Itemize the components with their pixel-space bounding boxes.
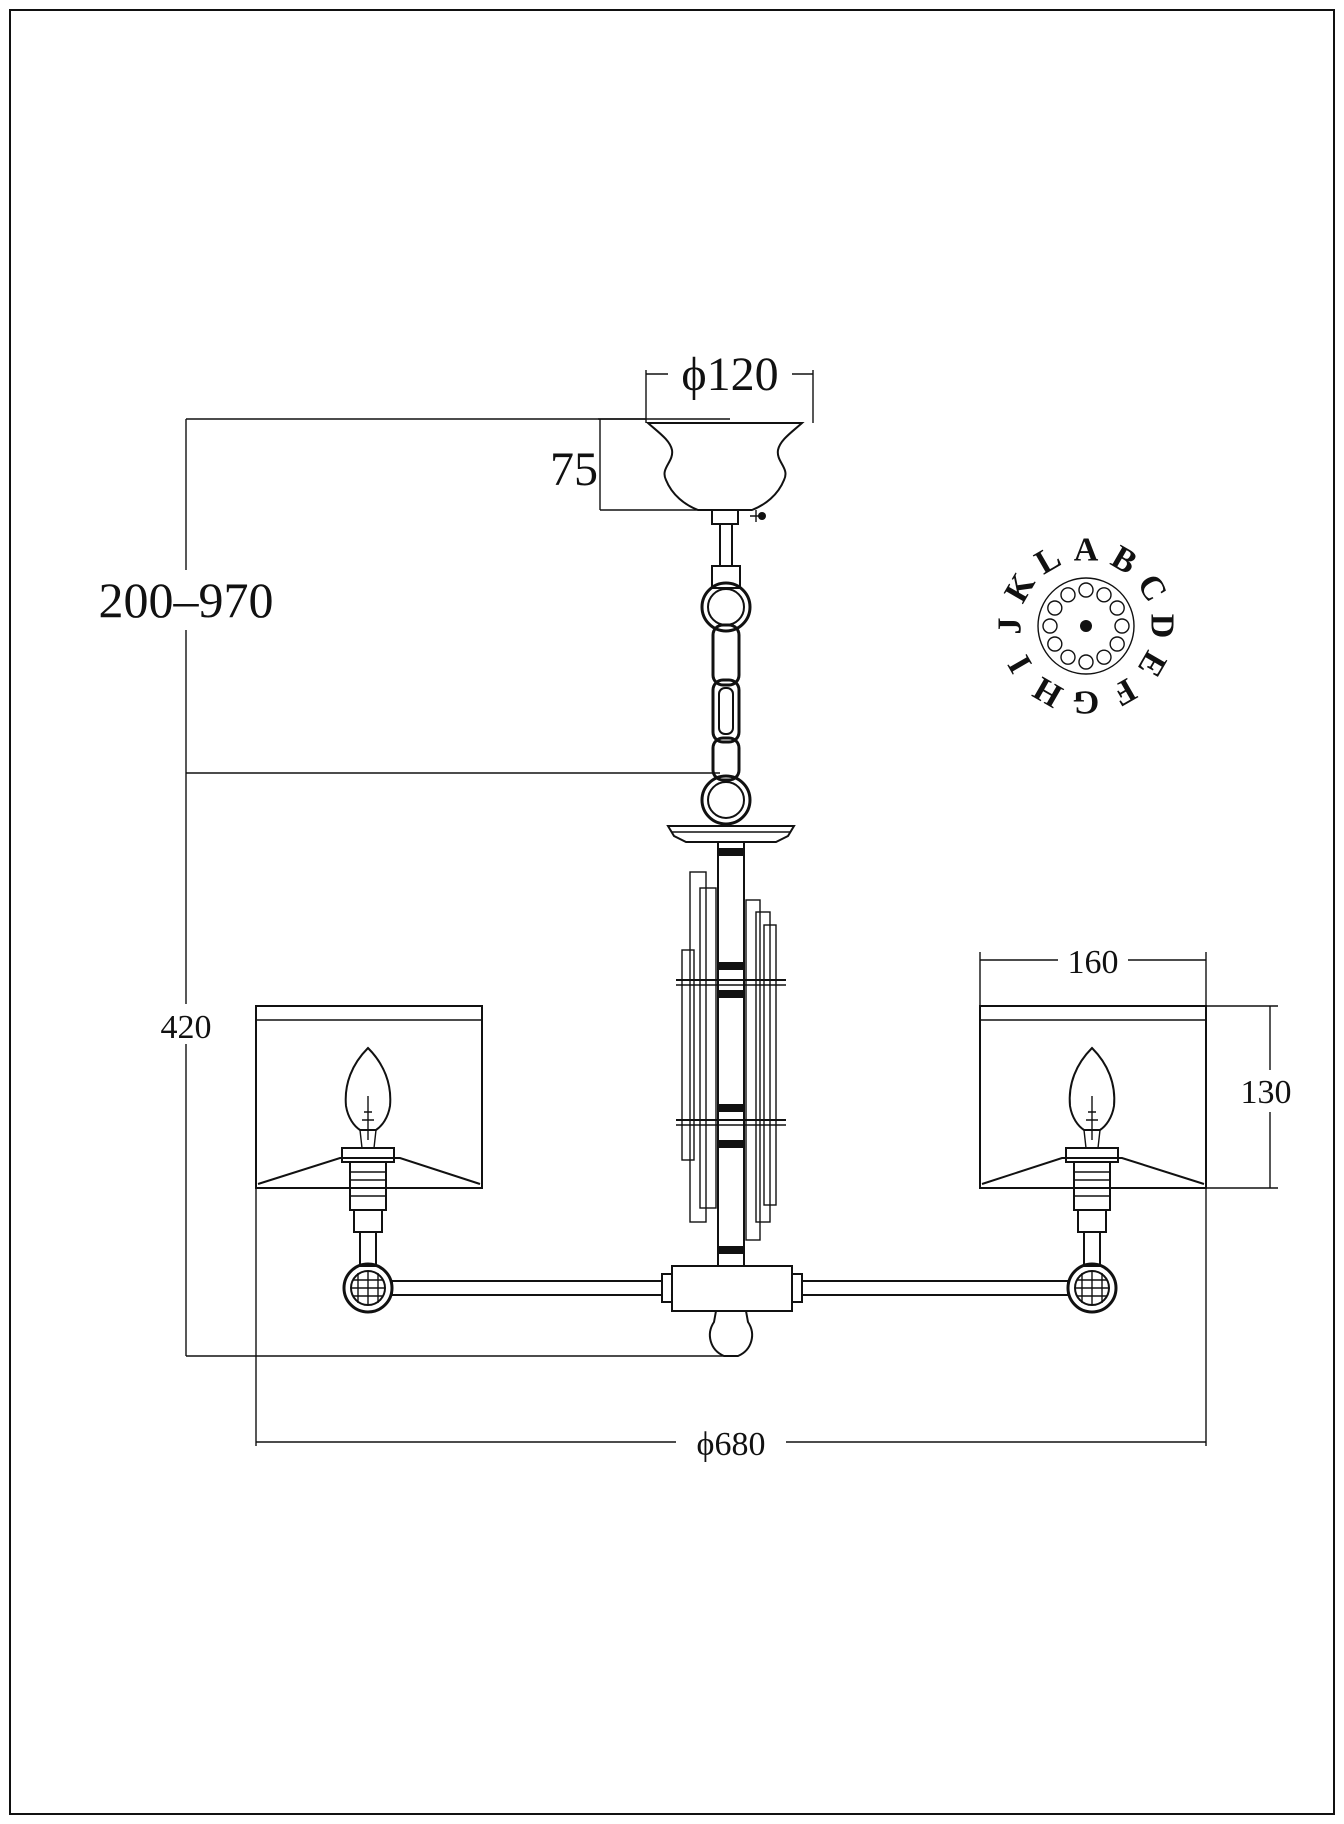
body-height-label-bg [148,1004,220,1044]
dimension-adjustable-height [185,418,726,1357]
left-arm [342,1231,663,1314]
ceiling-canopy [645,422,805,525]
dial-letter: H [1027,669,1068,714]
dial-hole [1078,654,1094,670]
dial-letter: K [998,567,1044,609]
dial-hole [1078,582,1094,598]
dial-letter: B [1105,538,1143,581]
central-column [666,825,796,1267]
right-bulb-socket [1065,1147,1119,1233]
dial-letter: J [992,618,1029,635]
dial-letter: C [1130,568,1174,608]
left-bulb-socket [341,1147,395,1233]
canopy-diameter-label: ϕ120 [681,348,778,401]
dial-letter: A [1074,532,1099,569]
dial-letter: E [1130,645,1173,683]
dimension-overall-diameter [255,1188,1207,1446]
dimension-shade-width [979,952,1207,1006]
dial-hole-group [1042,582,1130,670]
body-height-label: 420 [161,1009,212,1046]
right-lamp-shade [979,1005,1207,1189]
arm-hub [661,1265,803,1357]
dial-letter: L [1029,538,1067,581]
dial-hole [1096,649,1112,665]
right-candle-bulb [1068,1046,1116,1149]
dial-hole [1047,600,1063,616]
dial-hole [1109,600,1125,616]
sheet-border [9,9,1335,1815]
suspension-chain [700,523,752,826]
dial-hole [1042,618,1058,634]
dial-hole [1060,587,1076,603]
overall-diameter-label: ϕ680 [697,1426,766,1463]
dial-letter: G [1073,684,1099,721]
dial-hole [1047,636,1063,652]
left-candle-bulb [344,1046,392,1149]
dimension-canopy-height [598,418,730,511]
canopy-height-label: 75 [550,443,598,496]
shade-width-label: 160 [1068,944,1119,981]
left-lamp-shade [255,1005,483,1189]
dial-hole [1114,618,1130,634]
dial-hole [1060,649,1076,665]
adjustable-height-label: 200–970 [99,572,274,628]
dimension-shade-height [1206,1005,1278,1189]
adjustable-height-label-bg [82,570,292,630]
dial-hole [1096,587,1112,603]
right-arm [801,1231,1118,1314]
shade-height-label: 130 [1241,1074,1292,1111]
dial-letter: I [1001,649,1040,679]
dial-letter: D [1144,614,1181,639]
dial-hole [1109,636,1125,652]
dimension-canopy-diameter [645,370,814,423]
dial-letter: F [1106,671,1142,713]
